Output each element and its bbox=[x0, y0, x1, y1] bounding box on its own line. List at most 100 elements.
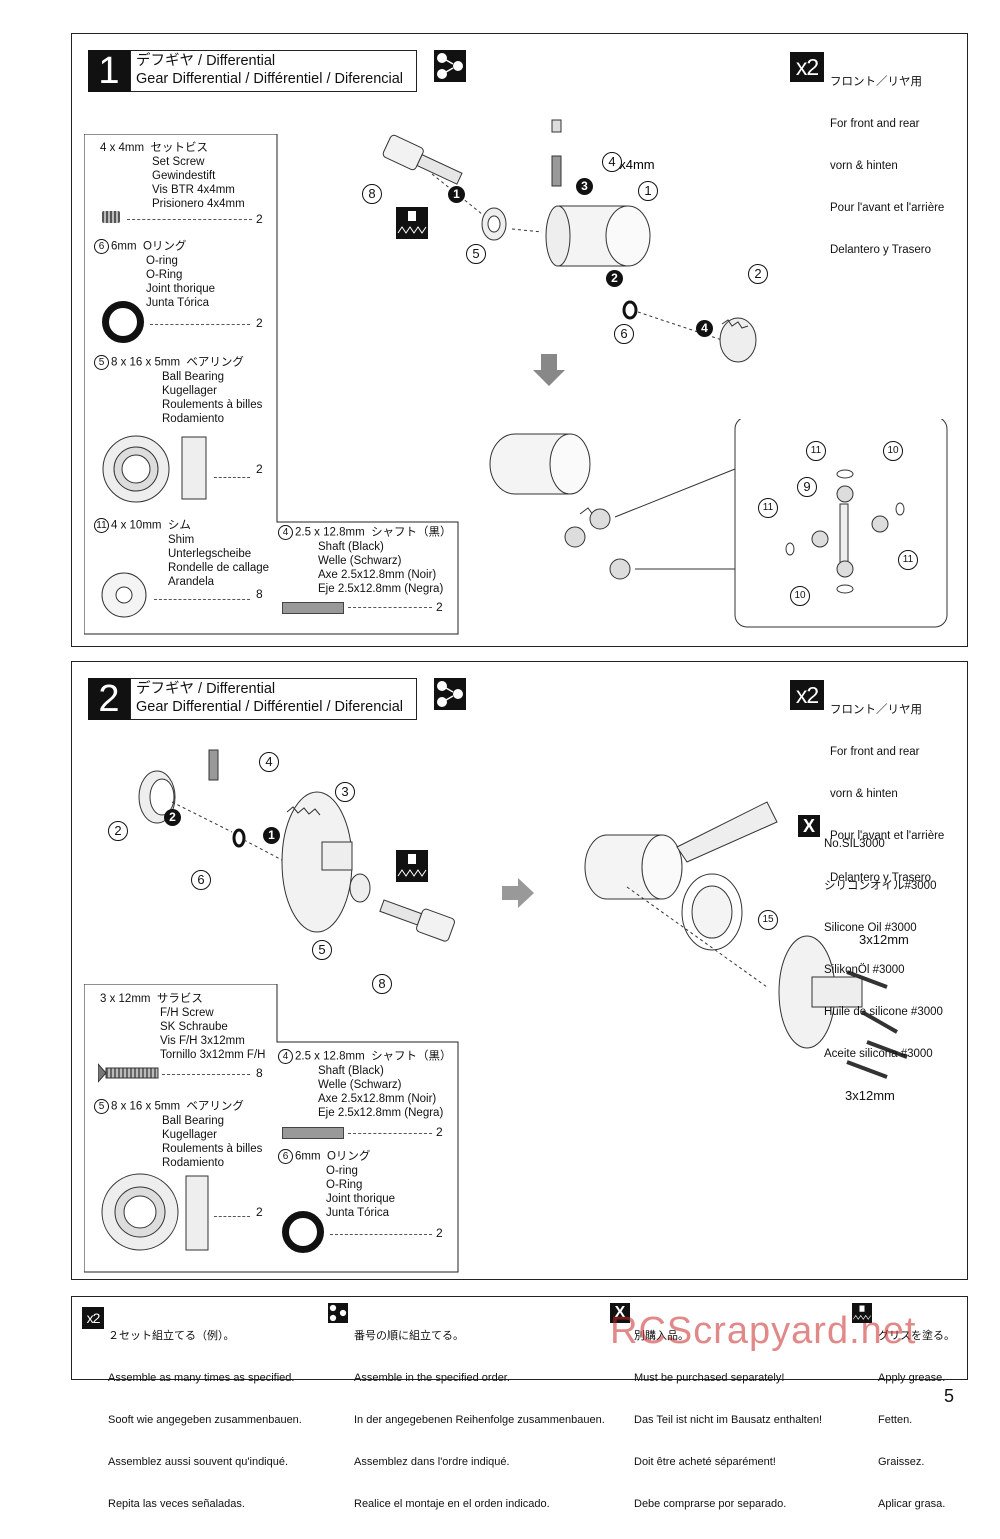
legend-line: Doit être acheté séparément! bbox=[634, 1456, 776, 1468]
legend-line: Repita las veces señaladas. bbox=[108, 1498, 245, 1510]
part-qty: 2 bbox=[256, 212, 263, 226]
part-id: 4 bbox=[278, 1049, 293, 1064]
step2-title-jp: デフギヤ / Differential bbox=[136, 681, 276, 697]
part-size: 4 x 10mm bbox=[111, 519, 162, 532]
qty-leader bbox=[162, 1074, 250, 1075]
legend-line: 番号の順に組立てる。 bbox=[354, 1330, 464, 1342]
qty-leader bbox=[127, 219, 252, 220]
step2-panel: 2 デフギヤ / Differential Gear Differential … bbox=[71, 661, 968, 1280]
legend-line: ２セット組立てる（例）。 bbox=[108, 1330, 235, 1342]
order-step-4: 4 bbox=[696, 320, 713, 337]
callout-6: 6 bbox=[191, 870, 211, 890]
part-name: Eje 2.5x12.8mm (Negra) bbox=[318, 583, 444, 595]
step1-note-line: For front and rear bbox=[830, 118, 920, 130]
callout-4: 4 bbox=[259, 752, 279, 772]
step2-x2-badge: x2 bbox=[790, 680, 824, 710]
order-step-2: 2 bbox=[606, 270, 623, 287]
part-size: 6mm bbox=[111, 240, 137, 253]
watermark: RCScrapyard.net bbox=[610, 1310, 917, 1352]
step1-header: デフギヤ / Differential Gear Differential / … bbox=[130, 50, 417, 92]
page-number: 5 bbox=[944, 1386, 955, 1406]
part-qty: 2 bbox=[256, 1205, 263, 1219]
step1-title-jp: デフギヤ / Differential bbox=[136, 53, 276, 69]
grease-icon bbox=[396, 207, 428, 239]
part-id: 11 bbox=[94, 518, 109, 533]
legend-line: Graissez. bbox=[878, 1456, 925, 1468]
order-icon bbox=[434, 678, 466, 710]
legend-item: ２セット組立てる（例）。 Assemble as many times as s… bbox=[108, 1301, 302, 1539]
part-qty: 2 bbox=[256, 316, 263, 330]
part-qty: 8 bbox=[256, 1066, 263, 1080]
legend-line: Assemblez aussi souvent qu'indiqué. bbox=[108, 1456, 289, 1468]
part-jp: Oリング bbox=[326, 1150, 371, 1163]
part-name: Axe 2.5x12.8mm (Noir) bbox=[318, 569, 437, 581]
part-name: O-ring bbox=[326, 1165, 358, 1177]
part-name: Tornillo 3x12mm F/H bbox=[160, 1049, 266, 1061]
part-jp: シム bbox=[167, 519, 191, 532]
part-qty: 2 bbox=[436, 600, 443, 614]
part-name: Prisionero 4x4mm bbox=[152, 198, 245, 210]
oil-line: シリコンオイル#3000 bbox=[824, 880, 937, 892]
part-name: Junta Tórica bbox=[146, 297, 210, 309]
bearing-icon bbox=[101, 1173, 209, 1251]
qty-leader bbox=[348, 1133, 432, 1134]
o-ring bbox=[622, 300, 638, 320]
legend-line: Assemble as many times as specified. bbox=[108, 1372, 295, 1384]
shaft-icon bbox=[282, 602, 344, 614]
legend-line: Aplicar grasa. bbox=[878, 1498, 946, 1510]
oil-line: Silicone Oil #3000 bbox=[824, 922, 917, 934]
oil-line: Huile de silicone #3000 bbox=[824, 1006, 943, 1018]
part-jp: シャフト（黒） bbox=[371, 526, 452, 539]
qty-leader bbox=[214, 1216, 250, 1217]
part-qty: 2 bbox=[256, 462, 263, 476]
step2-assembly-diagram bbox=[584, 801, 908, 1079]
part-name: Rondelle de callage bbox=[168, 562, 270, 574]
callout-8: 8 bbox=[362, 184, 382, 204]
part-name: Shaft (Black) bbox=[318, 1065, 384, 1077]
part-name: Rodamiento bbox=[162, 1157, 225, 1169]
legend-item: 番号の順に組立てる。 Assemble in the specified ord… bbox=[354, 1301, 605, 1539]
step2-parts-frame bbox=[84, 984, 459, 1273]
legend-line: グリスを塗る。 bbox=[878, 1330, 955, 1342]
qty-leader bbox=[214, 477, 250, 478]
part-id: 6 bbox=[278, 1149, 293, 1164]
part-jp: ベアリング bbox=[186, 356, 244, 369]
legend-line: Assemble in the specified order. bbox=[354, 1372, 510, 1384]
order-step-1: 1 bbox=[448, 186, 465, 203]
screw-label-bottom: 3x12mm bbox=[845, 1088, 895, 1103]
part-name: F/H Screw bbox=[160, 1007, 214, 1019]
legend-grease-icon bbox=[852, 1303, 872, 1323]
legend-line: Assemblez dans l'ordre indiqué. bbox=[354, 1456, 510, 1468]
step1-parts-frame bbox=[84, 134, 459, 635]
callout-10: 10 bbox=[883, 441, 903, 461]
part-jp: ベアリング bbox=[186, 1100, 244, 1113]
step1-note-line: Delantero y Trasero bbox=[830, 244, 931, 256]
oring-icon bbox=[102, 301, 144, 343]
part-name: Kugellager bbox=[162, 1129, 217, 1141]
part-name: Eje 2.5x12.8mm (Negra) bbox=[318, 1107, 444, 1119]
part-qty: 2 bbox=[436, 1226, 443, 1240]
legend-x-icon: X bbox=[610, 1303, 630, 1323]
qty-leader bbox=[330, 1234, 432, 1235]
part-name: Junta Tórica bbox=[326, 1207, 390, 1219]
callout-10: 10 bbox=[790, 586, 810, 606]
step1-note: フロント／リヤ用 For front and rear vorn & hinte… bbox=[830, 47, 944, 285]
step1-note-line: Pour l'avant et l'arrière bbox=[830, 202, 945, 214]
step2-note-line: For front and rear bbox=[830, 746, 920, 758]
step1-panel: 1 デフギヤ / Differential Gear Differential … bbox=[71, 33, 968, 647]
qty-leader bbox=[348, 607, 432, 608]
legend-line: Apply grease. bbox=[878, 1372, 946, 1384]
part-name: Kugellager bbox=[162, 385, 217, 397]
x-purchase-icon: X bbox=[798, 815, 820, 837]
step1-number: 1 bbox=[88, 50, 130, 92]
bevel-gear bbox=[719, 317, 757, 363]
legend-line: Sooft wie angegeben zusammenbauen. bbox=[108, 1414, 302, 1426]
part-jp: シャフト（黒） bbox=[371, 1050, 452, 1063]
step2-note-line: Pour l'avant et l'arrière bbox=[830, 830, 945, 842]
set-screw bbox=[551, 119, 562, 133]
part-name: Rodamiento bbox=[162, 413, 225, 425]
